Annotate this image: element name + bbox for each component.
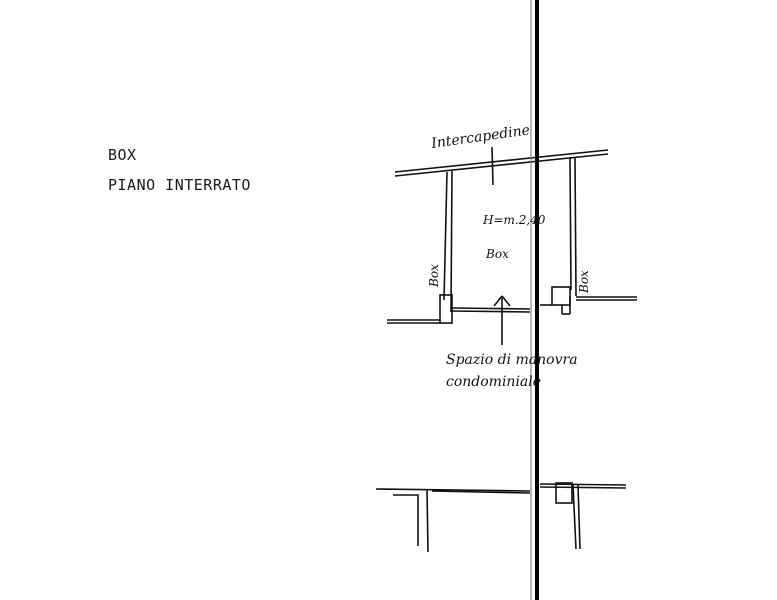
label-height: H=m.2,40: [482, 213, 546, 227]
label-right-box: Box: [577, 270, 591, 294]
label-intercapedine: Intercapedine: [429, 122, 531, 152]
title-block: BOX PIANO INTERRATO: [108, 144, 251, 204]
label-maneuver-line2: condominiale: [446, 374, 541, 390]
label-maneuver-line1: Spazio di manovra: [446, 352, 578, 368]
label-left-box: Box: [427, 264, 441, 288]
label-center-box: Box: [485, 247, 509, 261]
title-box: BOX: [108, 146, 137, 164]
title-floor-level: PIANO INTERRATO: [108, 176, 251, 194]
